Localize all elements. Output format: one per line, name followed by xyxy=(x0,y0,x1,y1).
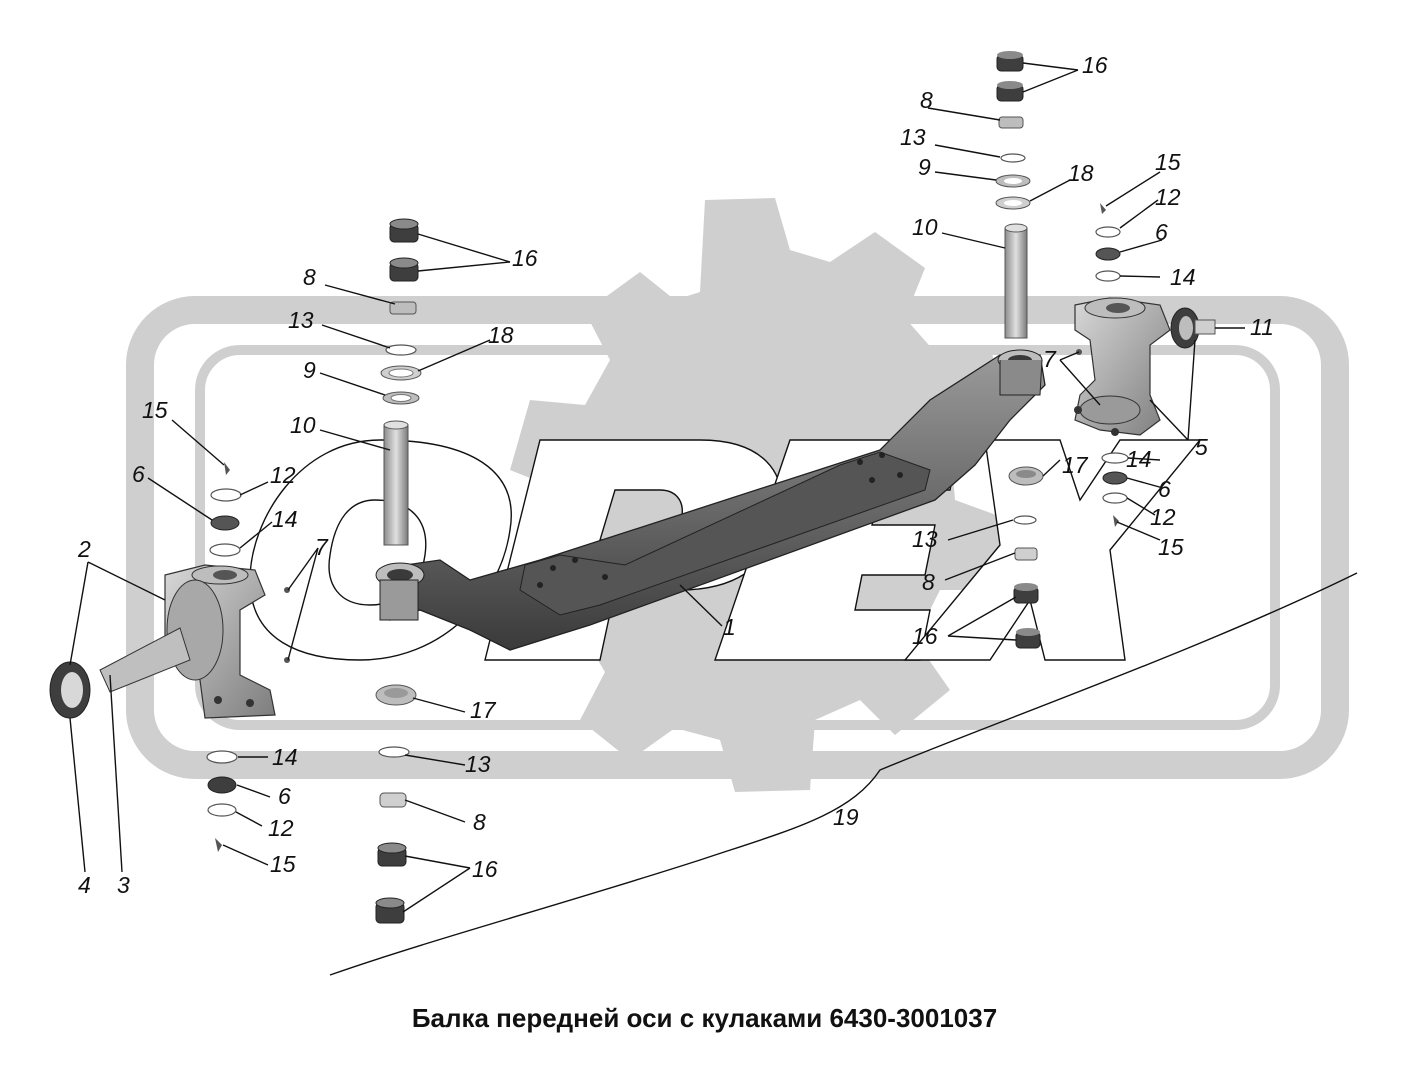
part-19-curve xyxy=(329,572,1358,976)
part-12-ring xyxy=(207,803,237,817)
callout-8: 8 xyxy=(922,569,935,595)
callout-13: 13 xyxy=(288,307,314,333)
callout-10: 10 xyxy=(290,412,316,438)
right-steering-knuckle xyxy=(1074,203,1216,527)
left-kingpin-stack xyxy=(375,218,422,924)
callout-6: 6 xyxy=(1158,476,1171,502)
part-10-kingpin xyxy=(1004,227,1028,339)
callout-15: 15 xyxy=(1155,149,1181,175)
callout-15: 15 xyxy=(142,397,168,423)
part-12-ring xyxy=(1095,226,1121,238)
leader-lines xyxy=(69,62,1245,913)
callout-17: 17 xyxy=(470,697,497,723)
part-15-pin xyxy=(224,462,230,475)
callout-6: 6 xyxy=(1155,219,1168,245)
part-15-pin xyxy=(1100,203,1106,214)
part-15-pin xyxy=(215,838,222,852)
part-13-ring xyxy=(385,344,417,356)
callout-12: 12 xyxy=(1150,504,1176,530)
callout-13: 13 xyxy=(912,526,938,552)
part-14-ring xyxy=(1095,270,1121,282)
callout-labels: 1234566667788889910101112121212131313131… xyxy=(77,52,1274,898)
callout-18: 18 xyxy=(1068,160,1094,186)
callout-5: 5 xyxy=(1195,434,1208,460)
part-15-pin xyxy=(1113,515,1119,527)
callout-16: 16 xyxy=(912,623,938,649)
part-14-ring xyxy=(209,543,241,557)
part-6-cap xyxy=(207,776,237,794)
part-6-cap xyxy=(1102,471,1128,485)
callout-15: 15 xyxy=(1158,534,1184,560)
callout-18: 18 xyxy=(488,322,514,348)
callout-15: 15 xyxy=(270,851,296,877)
part-8-sleeve xyxy=(1014,547,1038,561)
callout-4: 4 xyxy=(78,872,91,898)
callout-6: 6 xyxy=(278,783,291,809)
callout-14: 14 xyxy=(272,506,298,532)
callout-10: 10 xyxy=(912,214,938,240)
callout-8: 8 xyxy=(303,264,316,290)
callout-2: 2 xyxy=(77,536,91,562)
watermark-frame xyxy=(126,296,1349,779)
callout-16: 16 xyxy=(472,856,498,882)
part-1-axle-beam xyxy=(375,349,1046,651)
callout-14: 14 xyxy=(272,744,298,770)
callout-7: 7 xyxy=(315,534,329,560)
left-steering-knuckle xyxy=(49,462,290,852)
part-13-ring xyxy=(1000,153,1026,163)
callout-6: 6 xyxy=(132,461,145,487)
part-13-ring xyxy=(378,746,410,758)
callout-16: 16 xyxy=(1082,52,1108,78)
callout-13: 13 xyxy=(900,124,926,150)
part-8-sleeve xyxy=(998,116,1024,129)
part-12-ring xyxy=(210,488,242,502)
part-8-sleeve xyxy=(379,792,407,808)
part-6-cap xyxy=(1095,247,1121,261)
diagram-caption: Балка передней оси с кулаками 6430-30010… xyxy=(411,1003,998,1033)
callout-11: 11 xyxy=(1250,314,1274,340)
callout-12: 12 xyxy=(1155,184,1181,210)
callout-7: 7 xyxy=(1043,346,1057,372)
callout-14: 14 xyxy=(1126,446,1152,472)
callout-13: 13 xyxy=(465,751,491,777)
part-14-ring xyxy=(206,750,238,764)
part-13-ring xyxy=(1013,515,1037,525)
callout-12: 12 xyxy=(270,462,296,488)
right-kingpin-stack xyxy=(995,51,1044,649)
callout-12: 12 xyxy=(268,815,294,841)
callout-17: 17 xyxy=(1062,452,1089,478)
callout-3: 3 xyxy=(117,872,130,898)
callout-8: 8 xyxy=(920,87,933,113)
watermark-letter-x xyxy=(903,439,1202,661)
part-14-ring xyxy=(1101,452,1129,464)
callout-16: 16 xyxy=(512,245,538,271)
part-10-kingpin xyxy=(383,424,409,546)
part-8-sleeve xyxy=(389,301,417,315)
callout-9: 9 xyxy=(303,357,316,383)
callout-14: 14 xyxy=(1170,264,1196,290)
part-6-cap xyxy=(210,515,240,531)
callout-19: 19 xyxy=(833,804,859,830)
callout-9: 9 xyxy=(918,154,931,180)
part-12-ring xyxy=(1102,492,1128,504)
callout-8: 8 xyxy=(473,809,486,835)
callout-1: 1 xyxy=(723,614,736,640)
